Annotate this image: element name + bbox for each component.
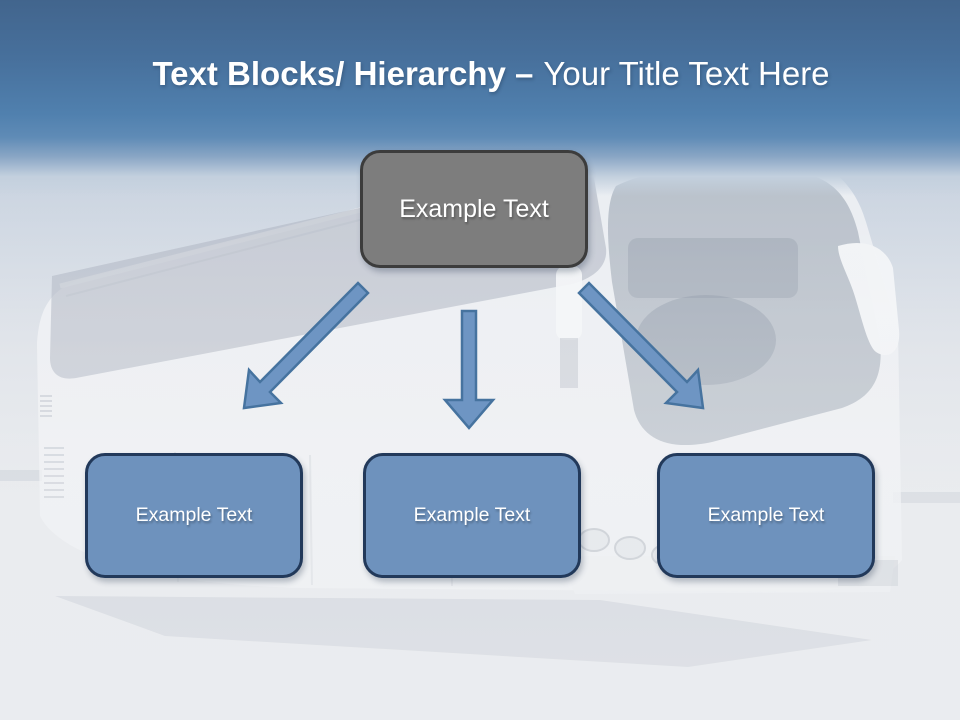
child-text-box-2-label: Example Text <box>413 504 531 526</box>
slide-title: Text Blocks/ Hierarchy –Your Title Text … <box>0 54 960 94</box>
child-text-box-3[interactable]: Example Text <box>657 453 875 578</box>
title-bold-segment: Text Blocks/ Hierarchy – <box>152 55 534 92</box>
child-text-box-1[interactable]: Example Text <box>85 453 303 578</box>
title-regular-segment: Your Title Text Here <box>543 55 830 92</box>
arrow-down[interactable] <box>442 309 496 430</box>
child-text-box-3-label: Example Text <box>707 504 825 526</box>
arrow-down-left[interactable] <box>242 281 370 410</box>
root-text-box[interactable]: Example Text <box>360 150 588 268</box>
arrow-down-right[interactable] <box>577 281 705 410</box>
child-text-box-1-label: Example Text <box>135 504 253 526</box>
child-text-box-2[interactable]: Example Text <box>363 453 581 578</box>
root-text-box-label: Example Text <box>399 194 549 223</box>
